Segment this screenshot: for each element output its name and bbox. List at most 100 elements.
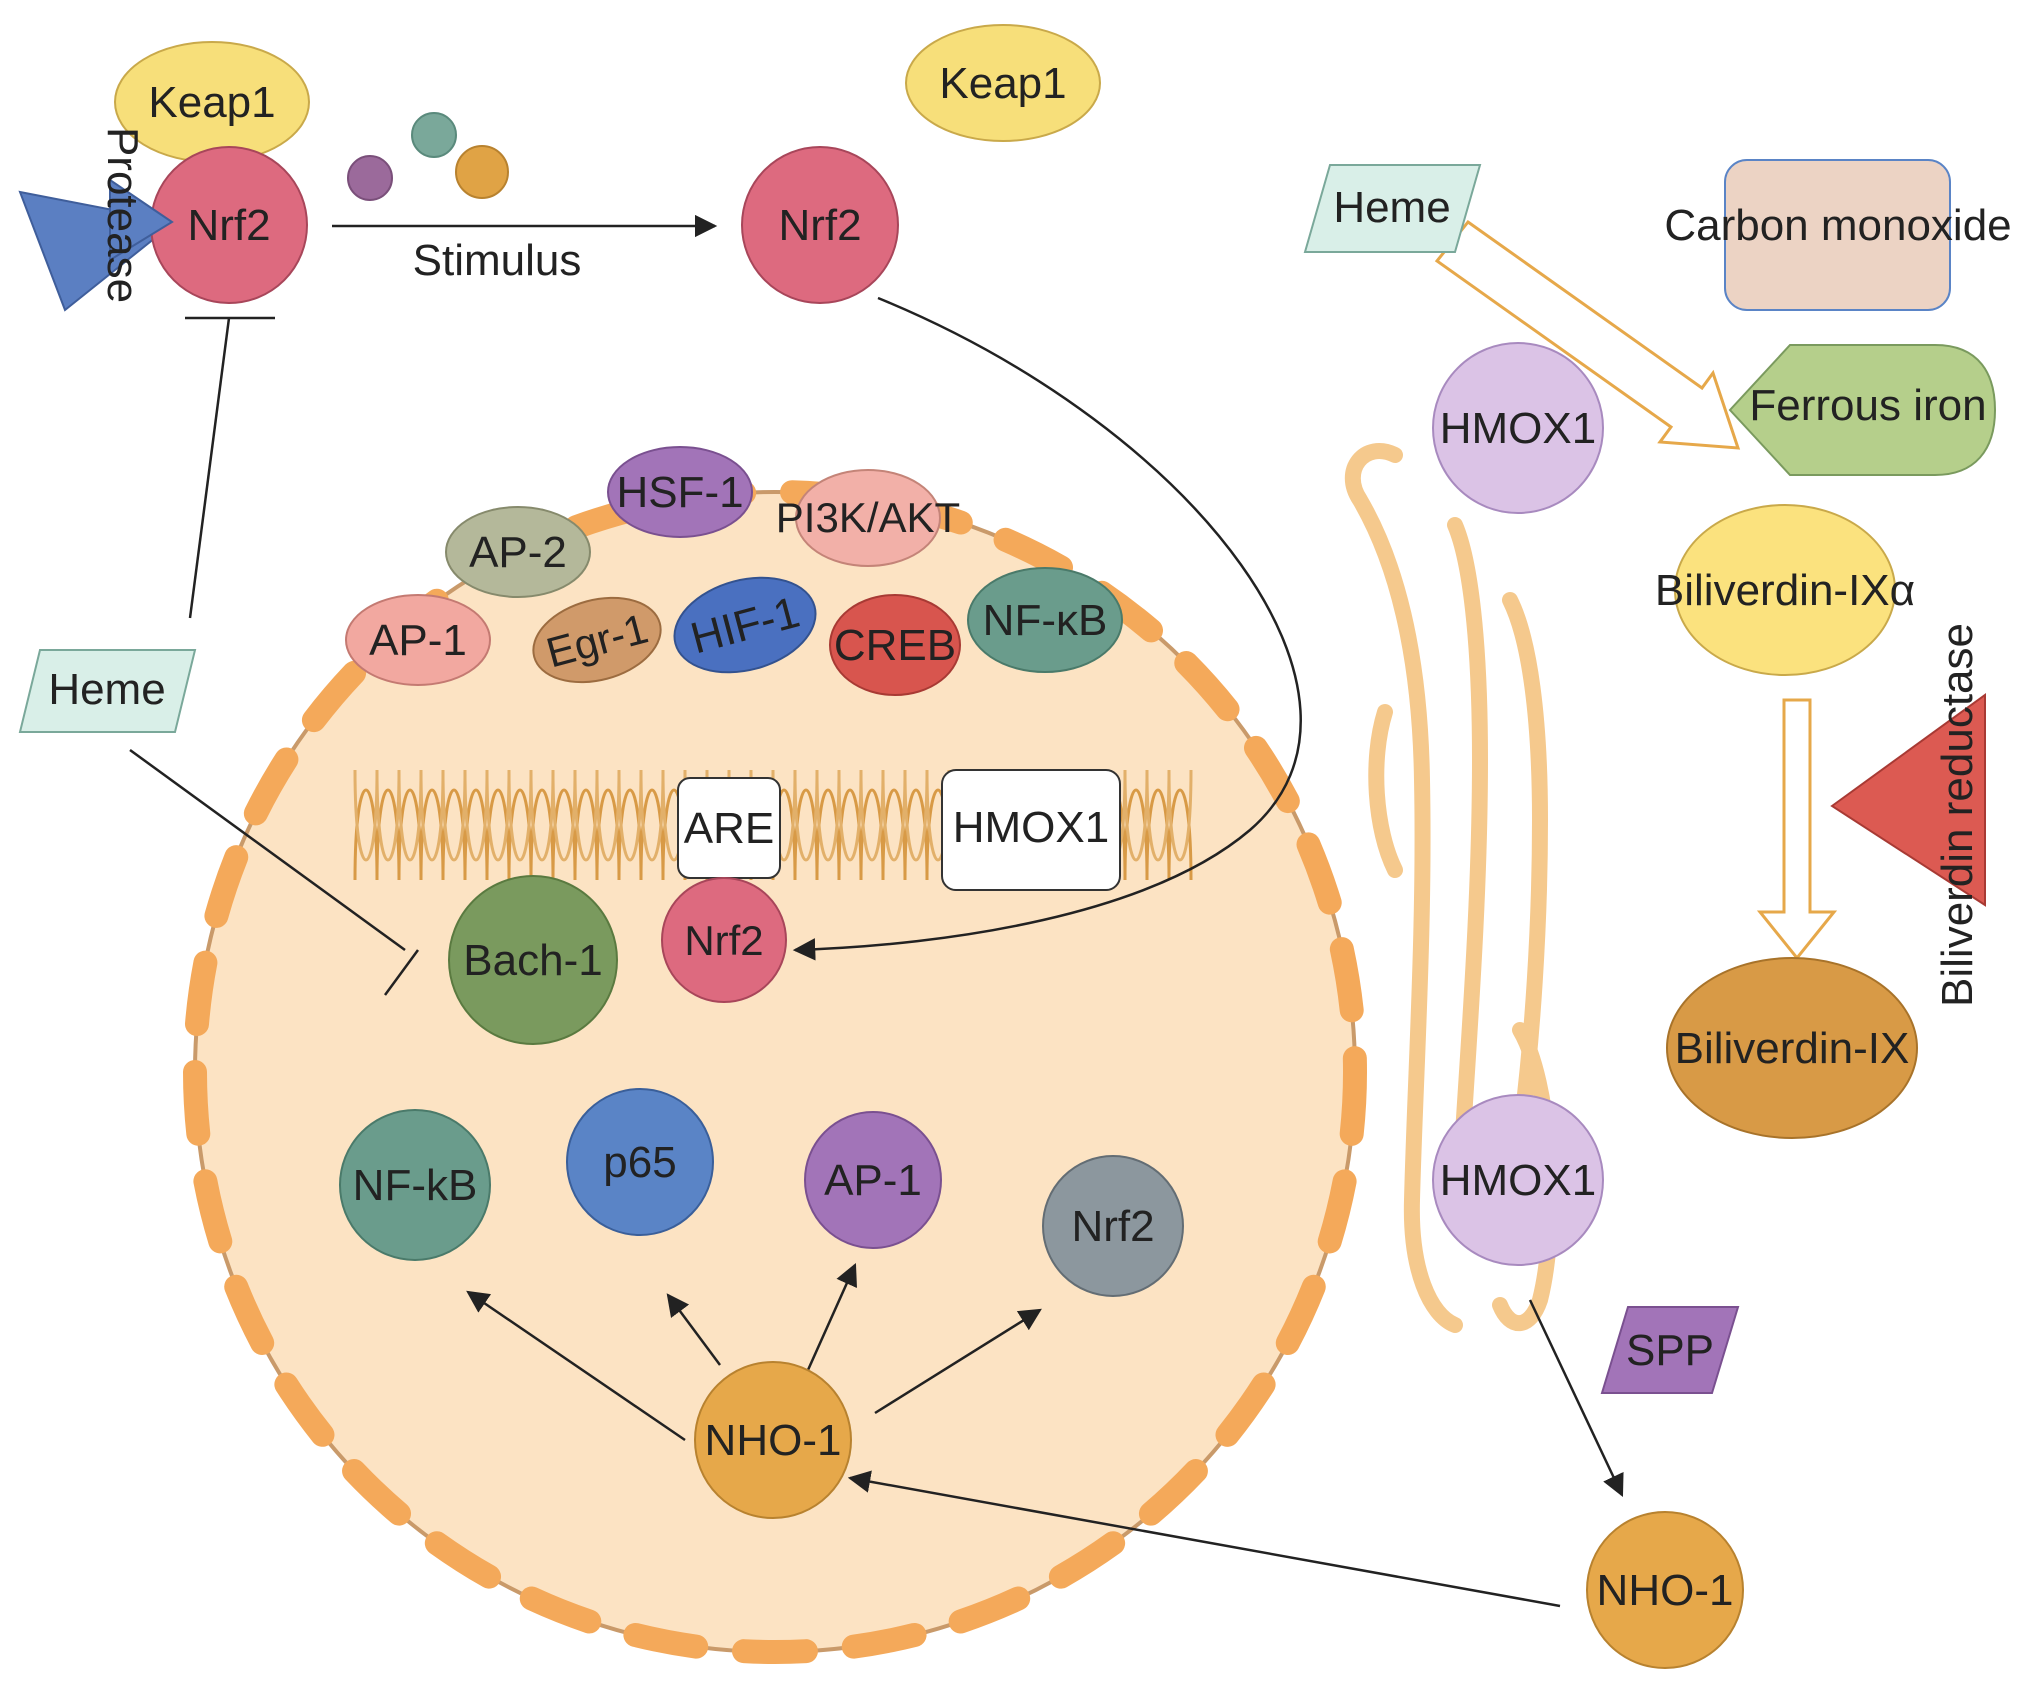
heme-right-shape (1303, 164, 1482, 253)
nho1-right-shape (1586, 1511, 1744, 1669)
dna-loop (353, 788, 379, 881)
nfkb-factor-shape (967, 567, 1123, 673)
egr1-shape (532, 596, 662, 684)
pi3k-akt-label: PI3K/AKT (776, 494, 960, 541)
dna-loop (859, 788, 885, 881)
dna-loop (837, 788, 863, 881)
stimulus-molecule-teal (411, 112, 457, 158)
heme-to-products-arrow (1434, 219, 1741, 450)
dna-loop (595, 788, 621, 881)
p65-label: p65 (603, 1138, 676, 1187)
dna-loop (793, 769, 819, 862)
nfkb-factor-label: NF-κB (983, 596, 1108, 645)
dna-loop (397, 788, 423, 881)
dna-loop (1167, 788, 1193, 881)
dna-loop (485, 769, 511, 862)
keap1-free-shape (905, 24, 1101, 142)
dna-loop (507, 788, 533, 881)
ap1-factor-shape (345, 594, 491, 686)
dna-loop (1167, 769, 1193, 862)
hif1-shape (673, 576, 817, 674)
nfkb-target-label: NF-kB (353, 1161, 478, 1210)
endoplasmic-reticulum (1344, 443, 1559, 1333)
transcription-factors: HSF-1 PI3K/AKT AP-2 AP-1 Egr-1 HIF-1 CRE… (345, 446, 1123, 696)
nho1-targets: NF-kB p65 AP-1 Nrf2 (339, 1088, 1184, 1297)
ap1-target-shape (804, 1111, 942, 1249)
nrf2-free-label: Nrf2 (778, 201, 861, 250)
heme-right-label: Heme (1333, 183, 1450, 232)
keap1-bound-label: Keap1 (148, 78, 275, 127)
ferrous-iron-label: Ferrous iron (1749, 381, 1986, 430)
dna-loop (1145, 788, 1171, 881)
stimulus-molecule-purple (347, 155, 393, 201)
hollow-arrows (1434, 219, 1838, 961)
pi3k-akt-shape (795, 469, 941, 567)
hmox1-bottom-label: HMOX1 (1440, 1156, 1596, 1205)
dna-loop (595, 769, 621, 862)
heme-bach1-line (129, 748, 406, 952)
hmox1-gene-label: HMOX1 (953, 803, 1109, 852)
stimulus-molecules (347, 112, 509, 201)
nrf2-bound-label: Nrf2 (187, 201, 270, 250)
biliverdin-reductase-shape (1830, 693, 1986, 907)
dna-loop (1123, 788, 1149, 881)
dna-loop (353, 769, 379, 862)
hmox1-top-label: HMOX1 (1440, 404, 1596, 453)
dna-loop (507, 769, 533, 862)
nho1-to-nfkb-arrow (466, 1290, 686, 1442)
ap1-factor-label: AP-1 (369, 616, 467, 665)
nrf2-free-shape (741, 146, 899, 304)
dna-loop (903, 788, 929, 881)
dna-loop (617, 788, 643, 881)
nho1-nuclear-label: NHO-1 (705, 1416, 842, 1465)
dna-loop (573, 769, 599, 862)
nfkb-target-shape (339, 1109, 491, 1261)
spp-label: SPP (1626, 1326, 1714, 1375)
spp-shape (1600, 1306, 1740, 1394)
nrf2-nuclear-shape (661, 877, 787, 1003)
nrf2-translocation-arrow (792, 296, 1302, 961)
nho1-right-label: NHO-1 (1597, 1566, 1734, 1615)
biliverdin-reductase-label: Biliverdin reductase (1933, 623, 1982, 1007)
dna-loop (617, 769, 643, 862)
dna-loop (573, 788, 599, 881)
stimulus-molecule-orange (455, 145, 509, 199)
dna-loop (1145, 769, 1171, 862)
connectors (129, 214, 1624, 1608)
heme-left-shape (18, 649, 197, 733)
biliverdin-ixa-label: Biliverdin-IXα (1655, 566, 1915, 615)
dna-loop (639, 788, 665, 881)
biliverdin-ix-label: Biliverdin-IX (1675, 1024, 1910, 1073)
carbon-monoxide-label: Carbon monoxide (1664, 201, 2011, 250)
hmox1-to-nho1-arrow (1528, 1299, 1624, 1498)
dna-loop (441, 788, 467, 881)
ap2-shape (445, 506, 591, 598)
ferrous-iron-shape (1728, 344, 1997, 476)
dna-loop (793, 788, 819, 881)
bach1-shape (448, 875, 618, 1045)
dna-loop (837, 769, 863, 862)
hsf1-shape (607, 446, 753, 538)
dna-loop (419, 788, 445, 881)
dna-loop (463, 769, 489, 862)
dna-loop (375, 788, 401, 881)
heme-left-label: Heme (48, 665, 165, 714)
dna-loop (881, 769, 907, 862)
nuclear-membrane-dashes (183, 480, 1367, 1664)
nrf2-target-label: Nrf2 (1071, 1202, 1154, 1251)
creb-shape (829, 594, 961, 696)
nho1-to-ap1-arrow (806, 1262, 857, 1371)
nho1-nuclear-shape (694, 1361, 852, 1519)
ap1-target-label: AP-1 (824, 1156, 922, 1205)
dna-loop (903, 769, 929, 862)
hsf1-label: HSF-1 (616, 468, 743, 517)
inhibition-line-keap1 (188, 317, 231, 619)
dna-loop (485, 788, 511, 881)
dna-loop (551, 769, 577, 862)
stimulus-label: Stimulus (413, 236, 582, 285)
nrf2-nuclear-label: Nrf2 (684, 917, 763, 964)
dna-loop (463, 788, 489, 881)
dna-loop (529, 788, 555, 881)
dna-loop (375, 769, 401, 862)
dna-loop (881, 788, 907, 881)
